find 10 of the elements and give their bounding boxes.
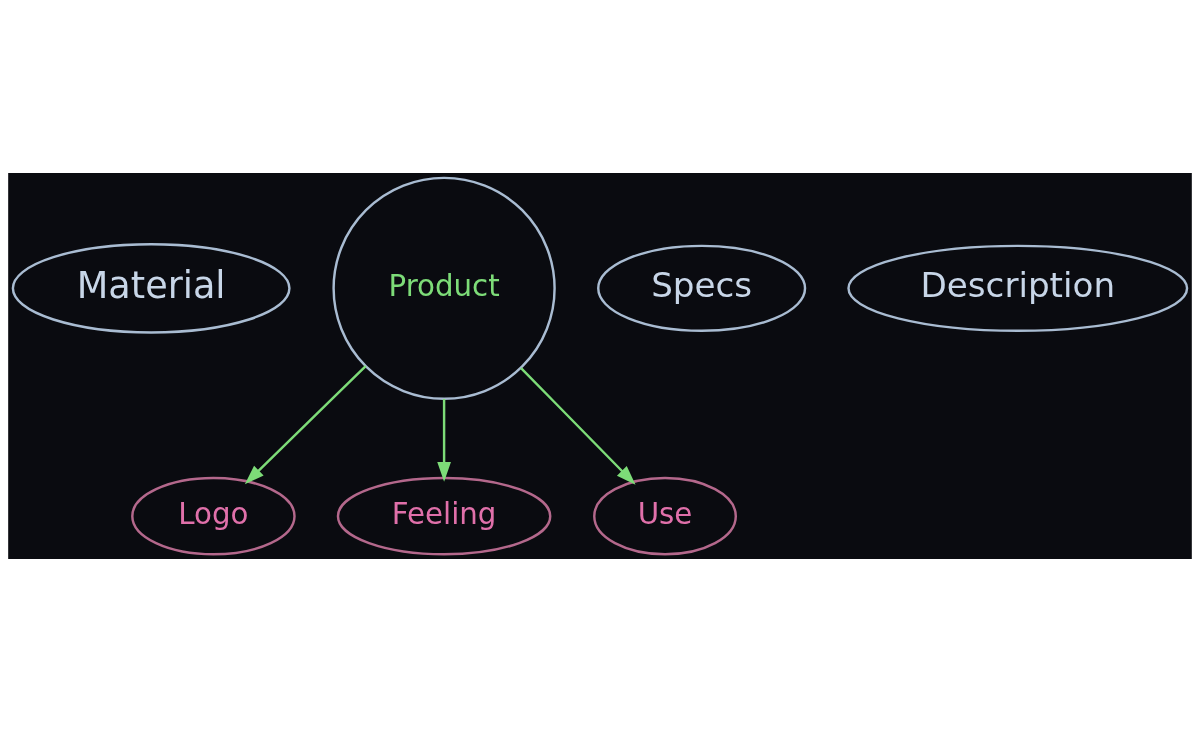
node-ellipse: Logo: [131, 476, 296, 556]
node-ellipse: Description: [847, 244, 1189, 333]
node-ellipse: Material: [11, 243, 291, 334]
node-ellipse: Use: [593, 476, 737, 556]
node-ellipse: Specs: [597, 244, 807, 333]
node-circle: Product: [332, 176, 556, 401]
arrow: [520, 367, 636, 485]
arrow: [437, 398, 451, 482]
arrow: [244, 365, 367, 485]
node-ellipse: Feeling: [336, 476, 552, 556]
